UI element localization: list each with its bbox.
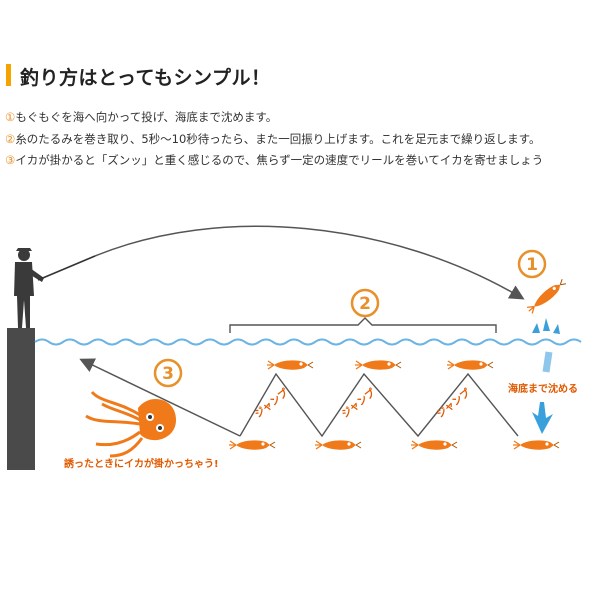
reel-in-arrow [79,358,241,437]
jump-label-1: ジャンプ [252,385,292,420]
step-3-text: イカが掛かると「ズンッ」と重く感じるので、焦らず一定の速度でリールを巻いてイカを… [15,153,544,167]
jump-label-3: ジャンプ [434,385,474,420]
step-2-text: 糸のたるみを巻き取り、5秒〜10秒待ったら、また一回振り上げます。これを足元まで… [15,132,541,146]
step-marker-2: 2 [350,288,380,318]
lure-bottom-3 [410,439,458,451]
step-2: ②糸のたるみを巻き取り、5秒〜10秒待ったら、また一回振り上げます。これを足元ま… [5,131,541,147]
angler-silhouette [14,248,44,328]
fishing-rod [37,255,96,281]
title-accent-bar [6,64,11,86]
sink-label: 海底まで沈める [508,382,578,395]
page-title: 釣り方はとってもシンプル！ [20,67,271,89]
step-3: ③イカが掛かると「ズンッ」と重く感じるので、焦らず一定の速度でリールを巻いてイカ… [5,152,543,168]
step-1: ①もぐもぐを海へ向かって投げ、海底まで沈めます。 [5,109,277,125]
lure-jump-2 [354,359,402,371]
step-marker-3: 3 [153,358,183,388]
step-1-number: ① [5,110,16,124]
step-2-number: ② [5,132,16,146]
step-marker-1: 1 [517,249,547,279]
squid-icon [85,390,176,458]
svg-text:2: 2 [359,294,371,314]
lure-bottom-1 [228,439,276,451]
cast-arrow [94,225,525,300]
step-3-number: ③ [5,153,16,167]
squid-caption: 誘ったときにイカが掛かっちゃう! [64,457,219,470]
sink-arrow-top [542,351,553,373]
lure-bottom-4 [512,439,560,451]
retrieve-zigzag-path [239,372,519,438]
step-1-text: もぐもぐを海へ向かって投げ、海底まで沈めます。 [15,110,278,124]
splash-icon [532,318,560,334]
lure-jump-3 [446,359,494,371]
water-surface [34,338,582,346]
pier [7,328,35,470]
step-2-bracket [229,317,497,333]
svg-text:1: 1 [526,255,538,275]
lure-jump-1 [266,359,314,371]
lure-cast-icon [525,277,568,316]
svg-text:3: 3 [162,364,174,384]
lure-bottom-2 [314,439,362,451]
sink-arrow-icon [532,402,553,434]
